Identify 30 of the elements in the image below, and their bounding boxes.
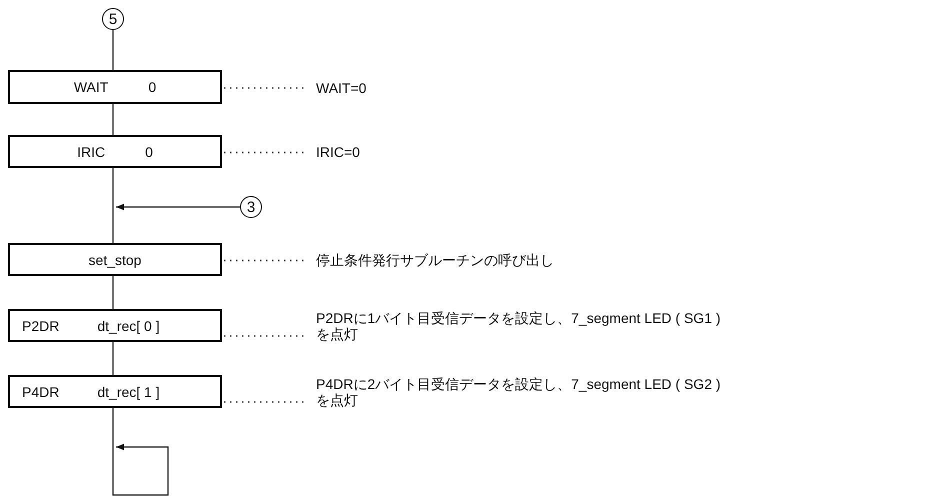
description-text: WAIT=0	[308, 80, 388, 96]
box-text: dt_rec[ 0 ]	[97, 318, 160, 334]
description-text: P2DRに1バイト目受信データを設定し、7_segment LED ( SG1 ) を点灯	[308, 310, 733, 342]
flow-arrow	[112, 408, 169, 496]
connector-circle	[102, 8, 124, 30]
box-text: P4DR	[22, 384, 60, 400]
process-box	[8, 135, 222, 168]
flow-line	[112, 168, 114, 243]
box-text: P2DR	[22, 318, 60, 334]
connector-number: 5	[108, 10, 118, 28]
process-box	[8, 375, 222, 408]
flow-line	[112, 276, 114, 309]
description-text: 停止条件発行サブルーチンの呼び出し	[308, 252, 608, 268]
flow-line	[112, 30, 114, 70]
process-box	[8, 243, 222, 276]
box-text: IRIC	[77, 144, 106, 160]
flow-line	[112, 342, 114, 375]
box-text: 0	[145, 144, 153, 160]
connector-circle	[240, 196, 262, 218]
process-box	[8, 70, 222, 104]
box-text: 0	[148, 79, 156, 95]
box-text: dt_rec[ 1 ]	[97, 384, 160, 400]
description-text: IRIC=0	[308, 144, 388, 160]
description-text: P4DRに2バイト目受信データを設定し、7_segment LED ( SG2 ) を点灯	[308, 376, 733, 408]
connector-number: 3	[246, 198, 256, 216]
process-box	[8, 309, 222, 342]
flow-arrow	[116, 204, 240, 210]
box-text: set_stop	[88, 252, 142, 268]
box-text: WAIT	[74, 79, 108, 95]
flow-line	[112, 104, 114, 135]
